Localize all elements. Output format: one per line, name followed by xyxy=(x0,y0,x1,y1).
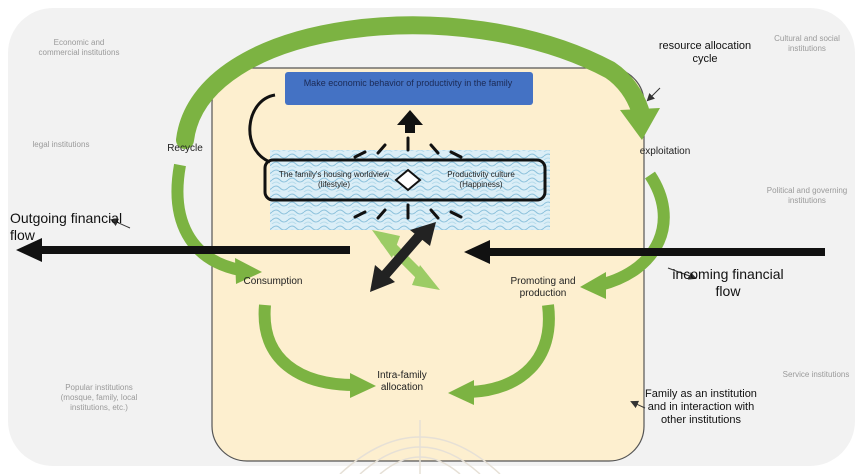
service-institutions-label: Service institutions xyxy=(782,370,850,379)
legal-institutions-label: legal institutions xyxy=(32,140,90,149)
bottom-right-arc-arrow xyxy=(469,304,555,398)
economic-institutions-label: Economic and commercial institutions xyxy=(38,38,120,57)
inner-diamond xyxy=(394,168,422,192)
cultural-institutions-label: Cultural and social institutions xyxy=(774,34,840,53)
lattice-band xyxy=(270,150,550,230)
bottom-left-arc-arrowhead xyxy=(350,373,376,398)
top-arc-arrow xyxy=(176,16,649,149)
family-label: Family as an institution and in interact… xyxy=(645,388,757,426)
watermark-pattern xyxy=(339,420,501,474)
inner-left-label: The family's housing worldview (lifestyl… xyxy=(278,170,389,189)
top-arc-arrowhead xyxy=(620,108,660,140)
left-arc-arrow xyxy=(171,163,242,276)
top-box xyxy=(285,72,533,105)
inner-right-label: Productivity culture (Happiness) xyxy=(447,170,515,189)
allocation-label: Intra-family allocation xyxy=(377,370,427,393)
promoting-label: Promoting and production xyxy=(510,276,576,299)
right-arc-arrow xyxy=(598,171,670,291)
political-institutions-label: Political and governing institutions xyxy=(766,186,848,205)
cycle-label: resource allocation cycle xyxy=(658,40,752,65)
exchange-arrows xyxy=(370,222,440,292)
bottom-right-arc-arrowhead xyxy=(448,380,474,405)
pointer-incoming xyxy=(667,267,697,280)
exploitation-label: exploitation xyxy=(639,146,691,157)
bottom-left-arc-arrow xyxy=(258,304,356,391)
left-bracket xyxy=(248,93,276,164)
pointer-cycle xyxy=(646,87,661,102)
pointer-outgoing xyxy=(110,218,131,229)
top-box-label: Make economic behavior of productivity i… xyxy=(303,78,513,88)
up-arrow xyxy=(397,110,423,133)
incoming-flow-label: incoming financial flow xyxy=(672,266,784,299)
rays xyxy=(353,136,463,220)
consumption-label: Consumption xyxy=(243,276,303,287)
popular-institutions-label: Popular institutions (mosque, family, lo… xyxy=(60,383,138,412)
left-arc-arrowhead xyxy=(235,258,262,284)
outgoing-flow-label: Outgoing financial flow xyxy=(10,210,123,243)
right-arc-arrowhead xyxy=(580,272,606,299)
outgoing-flow-arrowhead xyxy=(16,238,42,262)
inner-box xyxy=(263,158,547,202)
recycle-label: Recycle xyxy=(167,143,203,154)
family-panel xyxy=(211,67,645,462)
incoming-flow-arrowhead xyxy=(464,240,490,264)
pointer-family xyxy=(630,400,646,409)
